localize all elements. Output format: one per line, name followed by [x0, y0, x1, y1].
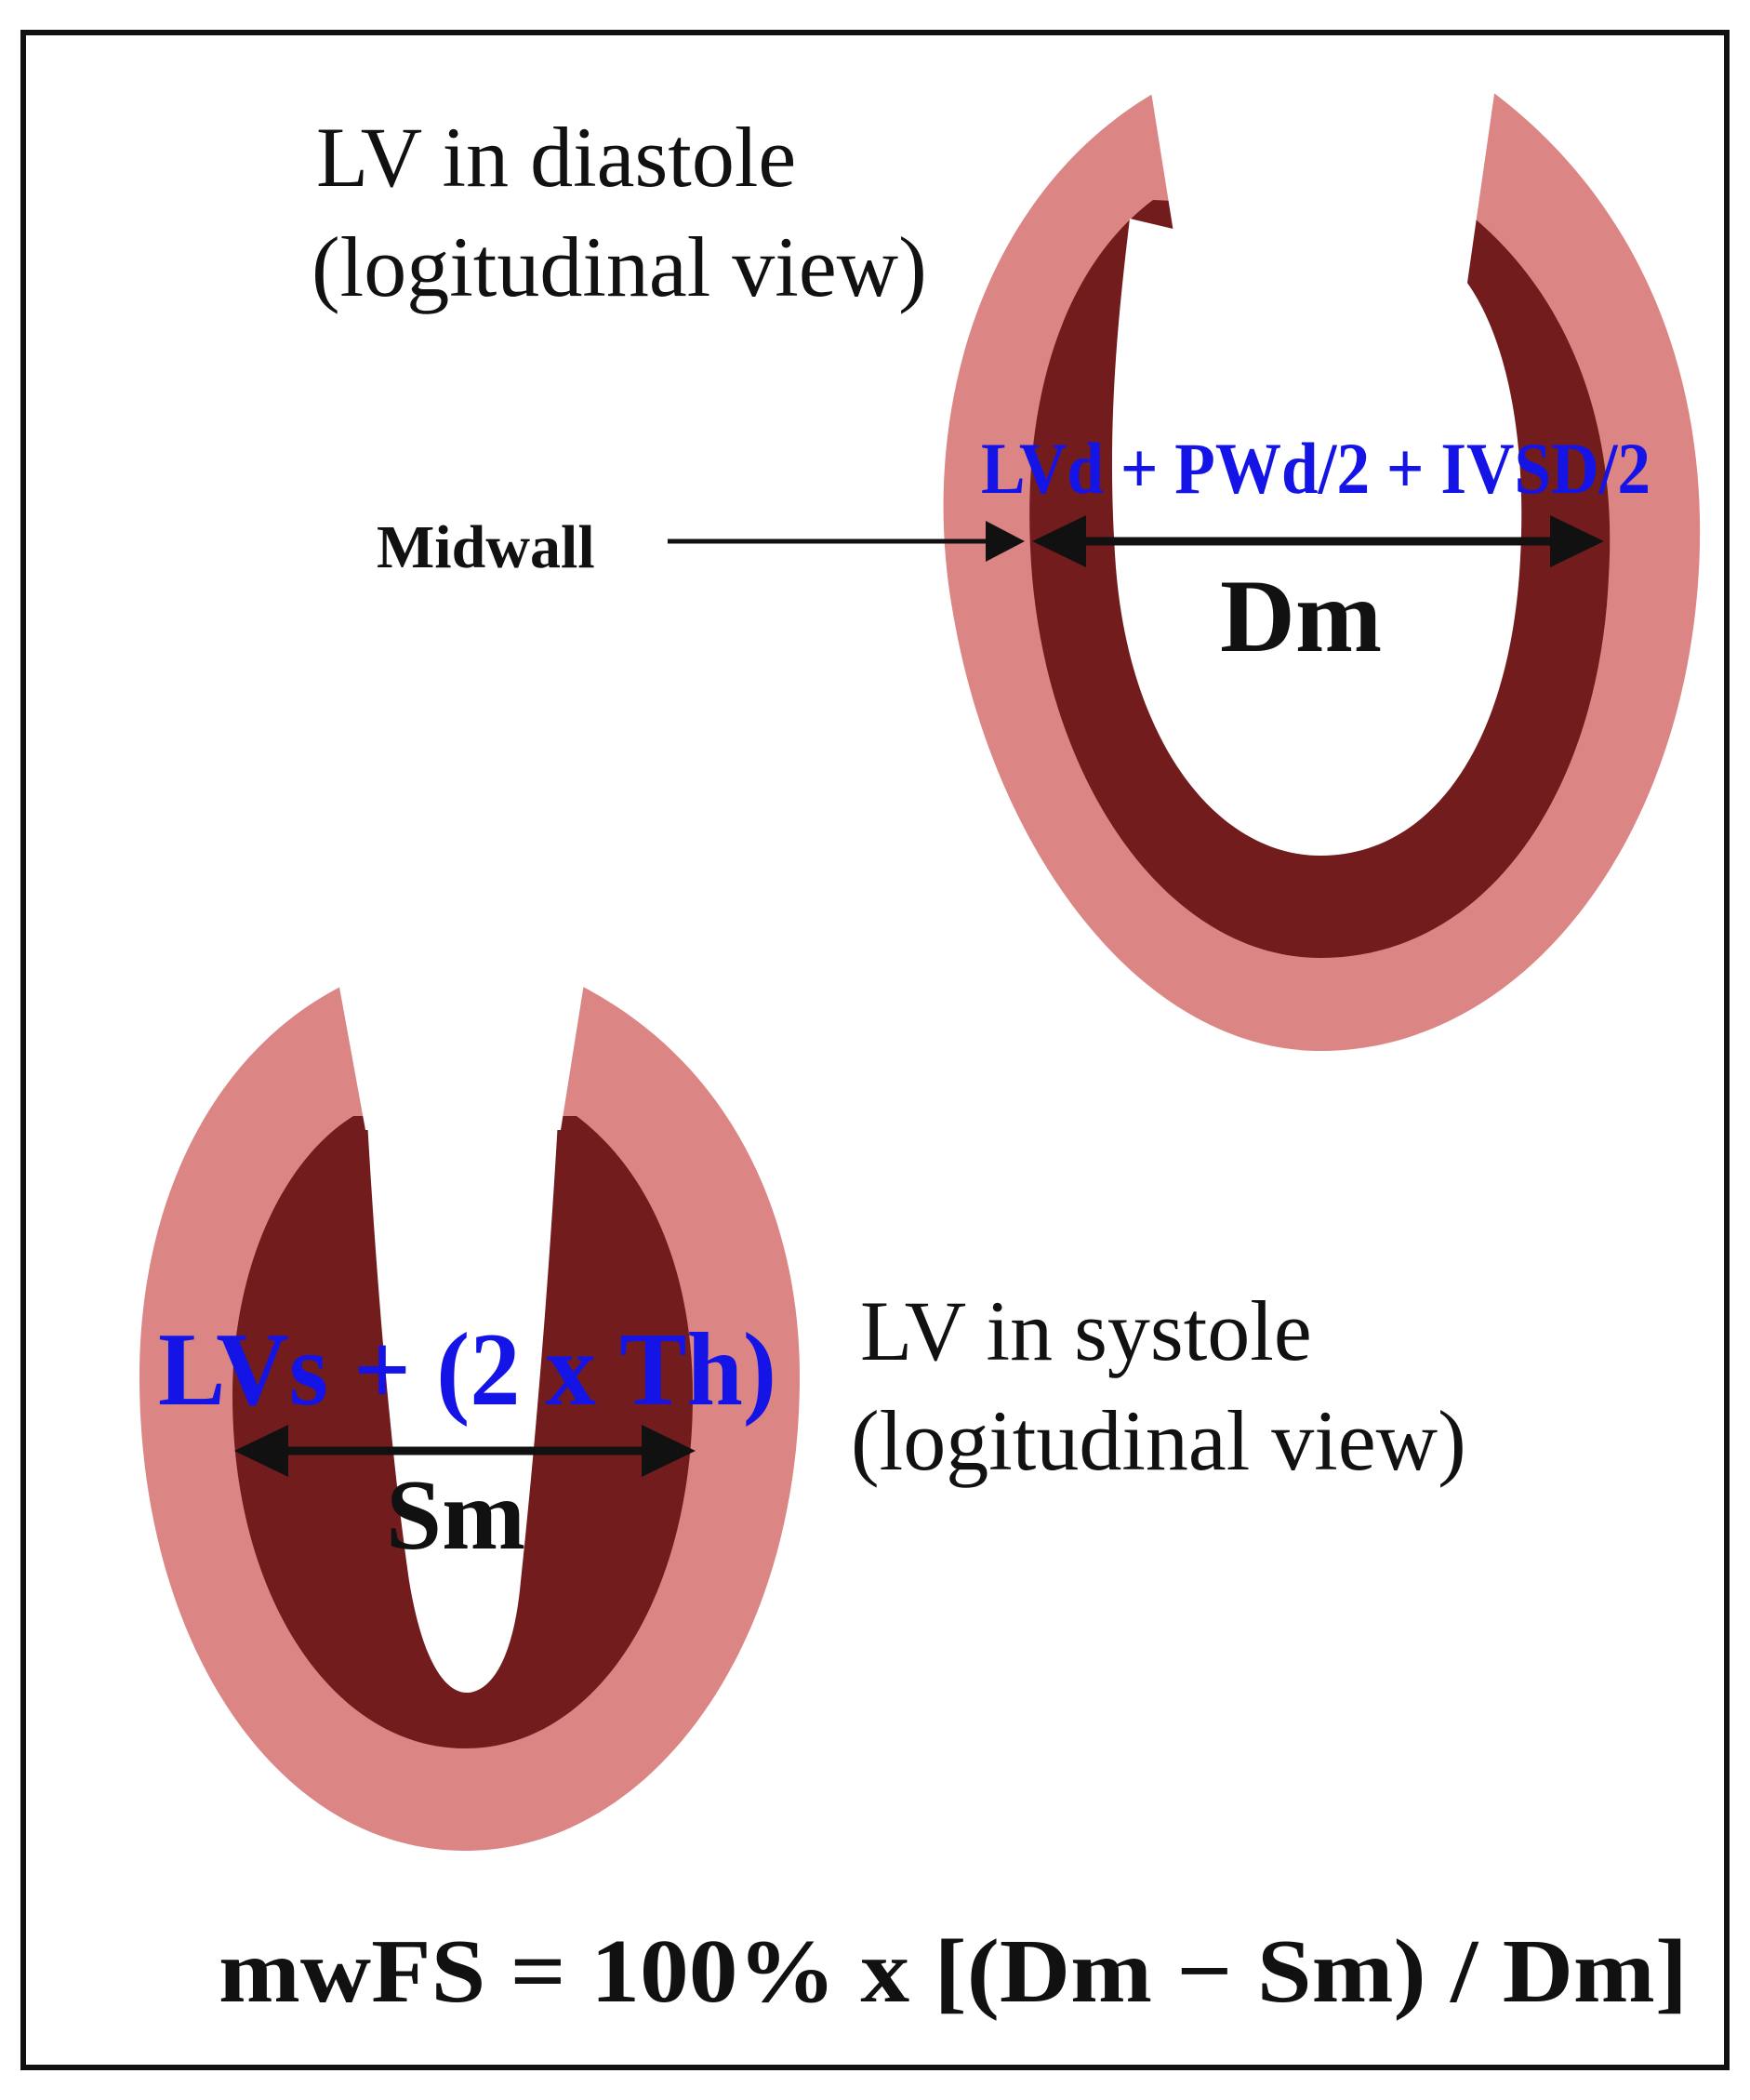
figure-frame: [20, 30, 1730, 2070]
dm-label: Dm: [1220, 559, 1382, 674]
systole-title-line2: (logitudinal view): [851, 1393, 1466, 1488]
diastole-title-line1: LV in diastole: [316, 110, 796, 205]
systole-ventricle: [139, 972, 800, 1851]
systole-title-line1: LV in systole: [860, 1283, 1312, 1378]
diastole-formula: LVd + PWd/2 + IVSD/2: [981, 428, 1651, 509]
midwall-arrow: [668, 521, 1025, 562]
systole-opening: [337, 972, 586, 1130]
midwall-label: Midwall: [377, 513, 595, 581]
systole-cavity: [367, 1121, 558, 1693]
systole-formula: LVs + (2 x Th): [158, 1312, 776, 1428]
sm-label: Sm: [386, 1460, 525, 1571]
diastole-opening: [1148, 74, 1497, 302]
mwfs-equation: mwFS = 100% x [(Dm − Sm) / Dm]: [219, 1921, 1688, 2022]
sm-dimension-arrow: [234, 1425, 696, 1477]
dm-dimension-arrow: [1032, 515, 1604, 567]
diastole-title-line2: (logitudinal view): [312, 219, 927, 314]
diastole-ventricle: [943, 74, 1701, 1051]
